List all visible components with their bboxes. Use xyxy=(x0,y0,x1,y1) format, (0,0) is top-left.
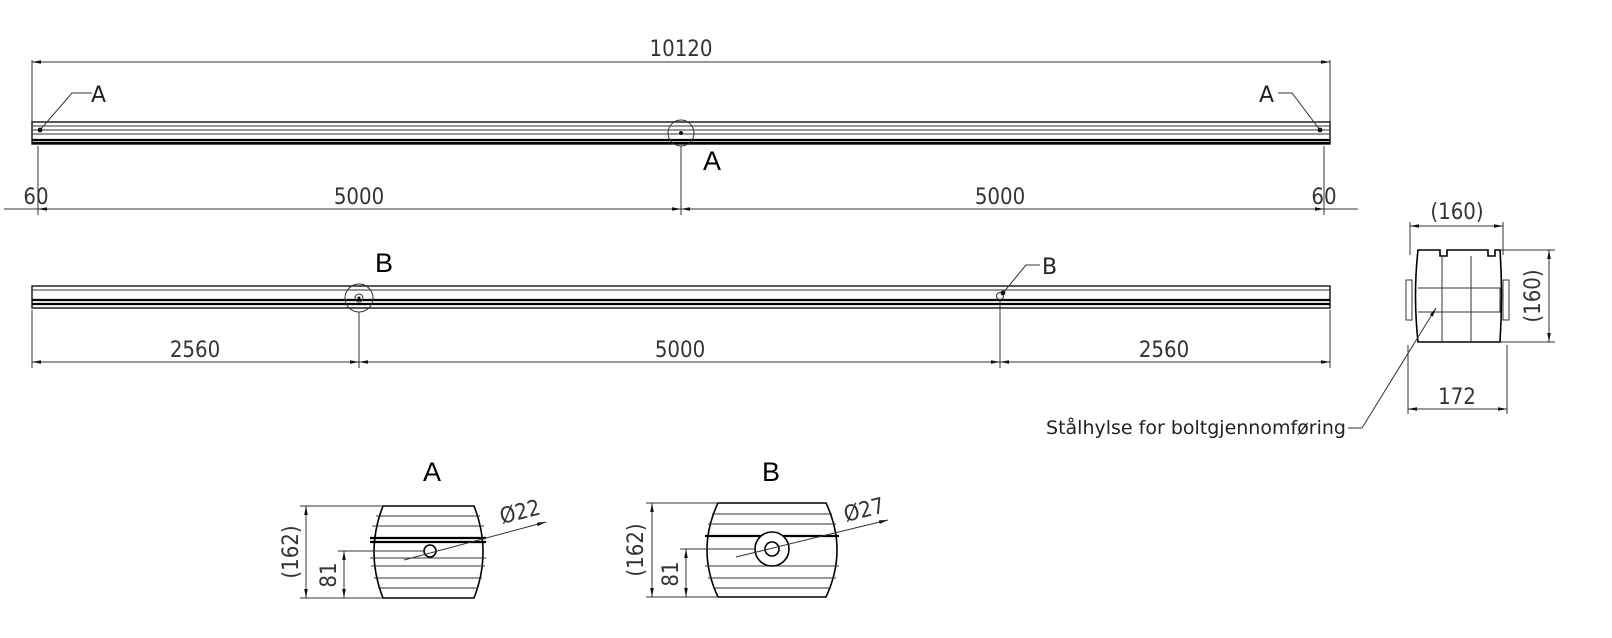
bottom-beam xyxy=(31,285,1331,309)
top-beam xyxy=(31,121,1331,145)
section-leader-left xyxy=(37,92,92,133)
width-bottom-label: 172 xyxy=(1438,385,1476,410)
detail-b-diameter: Ø27 xyxy=(841,494,887,528)
detail-a-offset-label: 81 xyxy=(317,562,342,587)
overall-length-label: 10120 xyxy=(650,37,713,62)
span-right-label: 2560 xyxy=(1139,338,1189,363)
height-label: (160) xyxy=(1521,269,1546,322)
detail-a-hole xyxy=(423,544,437,558)
end-offset-right-label: 60 xyxy=(1311,185,1336,210)
detail-b-offset-label: 81 xyxy=(659,561,684,586)
section-ref-left: A xyxy=(91,83,106,108)
section-leader-b xyxy=(1000,264,1040,296)
cross-section-body xyxy=(1414,249,1503,343)
detail-b: B Ø27 (162) 81 xyxy=(624,457,889,598)
detail-b-hole xyxy=(764,541,780,557)
end-offset-left-label: 60 xyxy=(23,185,48,210)
span-left-label: 2560 xyxy=(170,338,220,363)
width-top-label: (160) xyxy=(1430,200,1483,225)
detail-b-callout: B xyxy=(375,248,393,278)
detail-a-title: A xyxy=(423,457,441,487)
cross-section: (160) (160) 172 Stålhylse for boltgjenno… xyxy=(1046,200,1555,439)
top-elevation: 10120 A A A 60 5000 5000 60 xyxy=(4,37,1358,215)
spacing-right-label: 5000 xyxy=(975,185,1025,210)
detail-b-title: B xyxy=(762,457,780,487)
section-leader-right xyxy=(1278,92,1323,133)
detail-a: A Ø22 (162) 81 xyxy=(279,457,547,599)
sleeve-note-leader xyxy=(1348,307,1437,429)
detail-a-height-label: (162) xyxy=(279,525,304,578)
sleeve-note: Stålhylse for boltgjennomføring xyxy=(1046,416,1346,439)
spacing-left-label: 5000 xyxy=(334,185,384,210)
detail-b-height-label: (162) xyxy=(624,523,649,576)
detail-a-callout: A xyxy=(703,146,721,176)
bottom-elevation: B B 2560 5000 2560 xyxy=(31,248,1331,368)
section-ref-b: B xyxy=(1042,255,1057,280)
span-mid-label: 5000 xyxy=(655,338,705,363)
section-ref-right: A xyxy=(1259,83,1274,108)
